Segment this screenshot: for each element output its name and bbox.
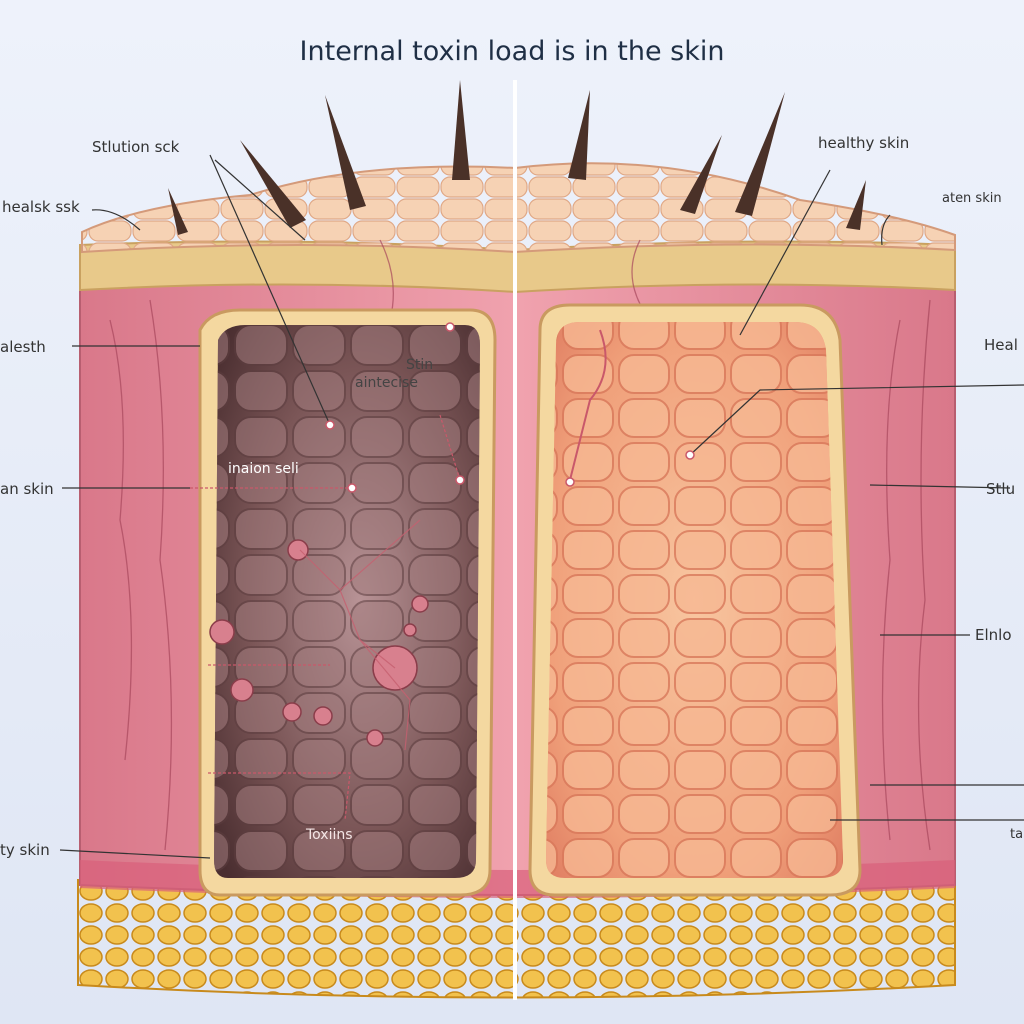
label-left-mid2: an skin: [0, 480, 54, 498]
label-right-mid2: Stlu: [986, 480, 1016, 498]
label-inner-bottom: Toxiins: [306, 827, 353, 843]
label-left-mid1: alesth: [0, 338, 46, 356]
label-right-bottom: ta: [1010, 827, 1024, 842]
diagram-title: Internal toxin load is in the skin: [299, 36, 725, 67]
label-inner-top1: Stin: [406, 357, 434, 373]
label-right-mid1: Heal: [984, 336, 1018, 354]
label-inner-top2: aintecise: [355, 375, 418, 391]
label-left-upper: healsk ssk: [2, 198, 80, 216]
label-left-top: Stlution sck: [92, 138, 180, 156]
label-right-upper: aten skin: [942, 191, 1002, 206]
label-right-top: healthy skin: [818, 134, 910, 152]
label-left-bottom: ty skin: [0, 841, 50, 859]
label-inner-mid: inaion seli: [228, 461, 299, 477]
label-right-mid3: Elnlo: [975, 626, 1012, 644]
